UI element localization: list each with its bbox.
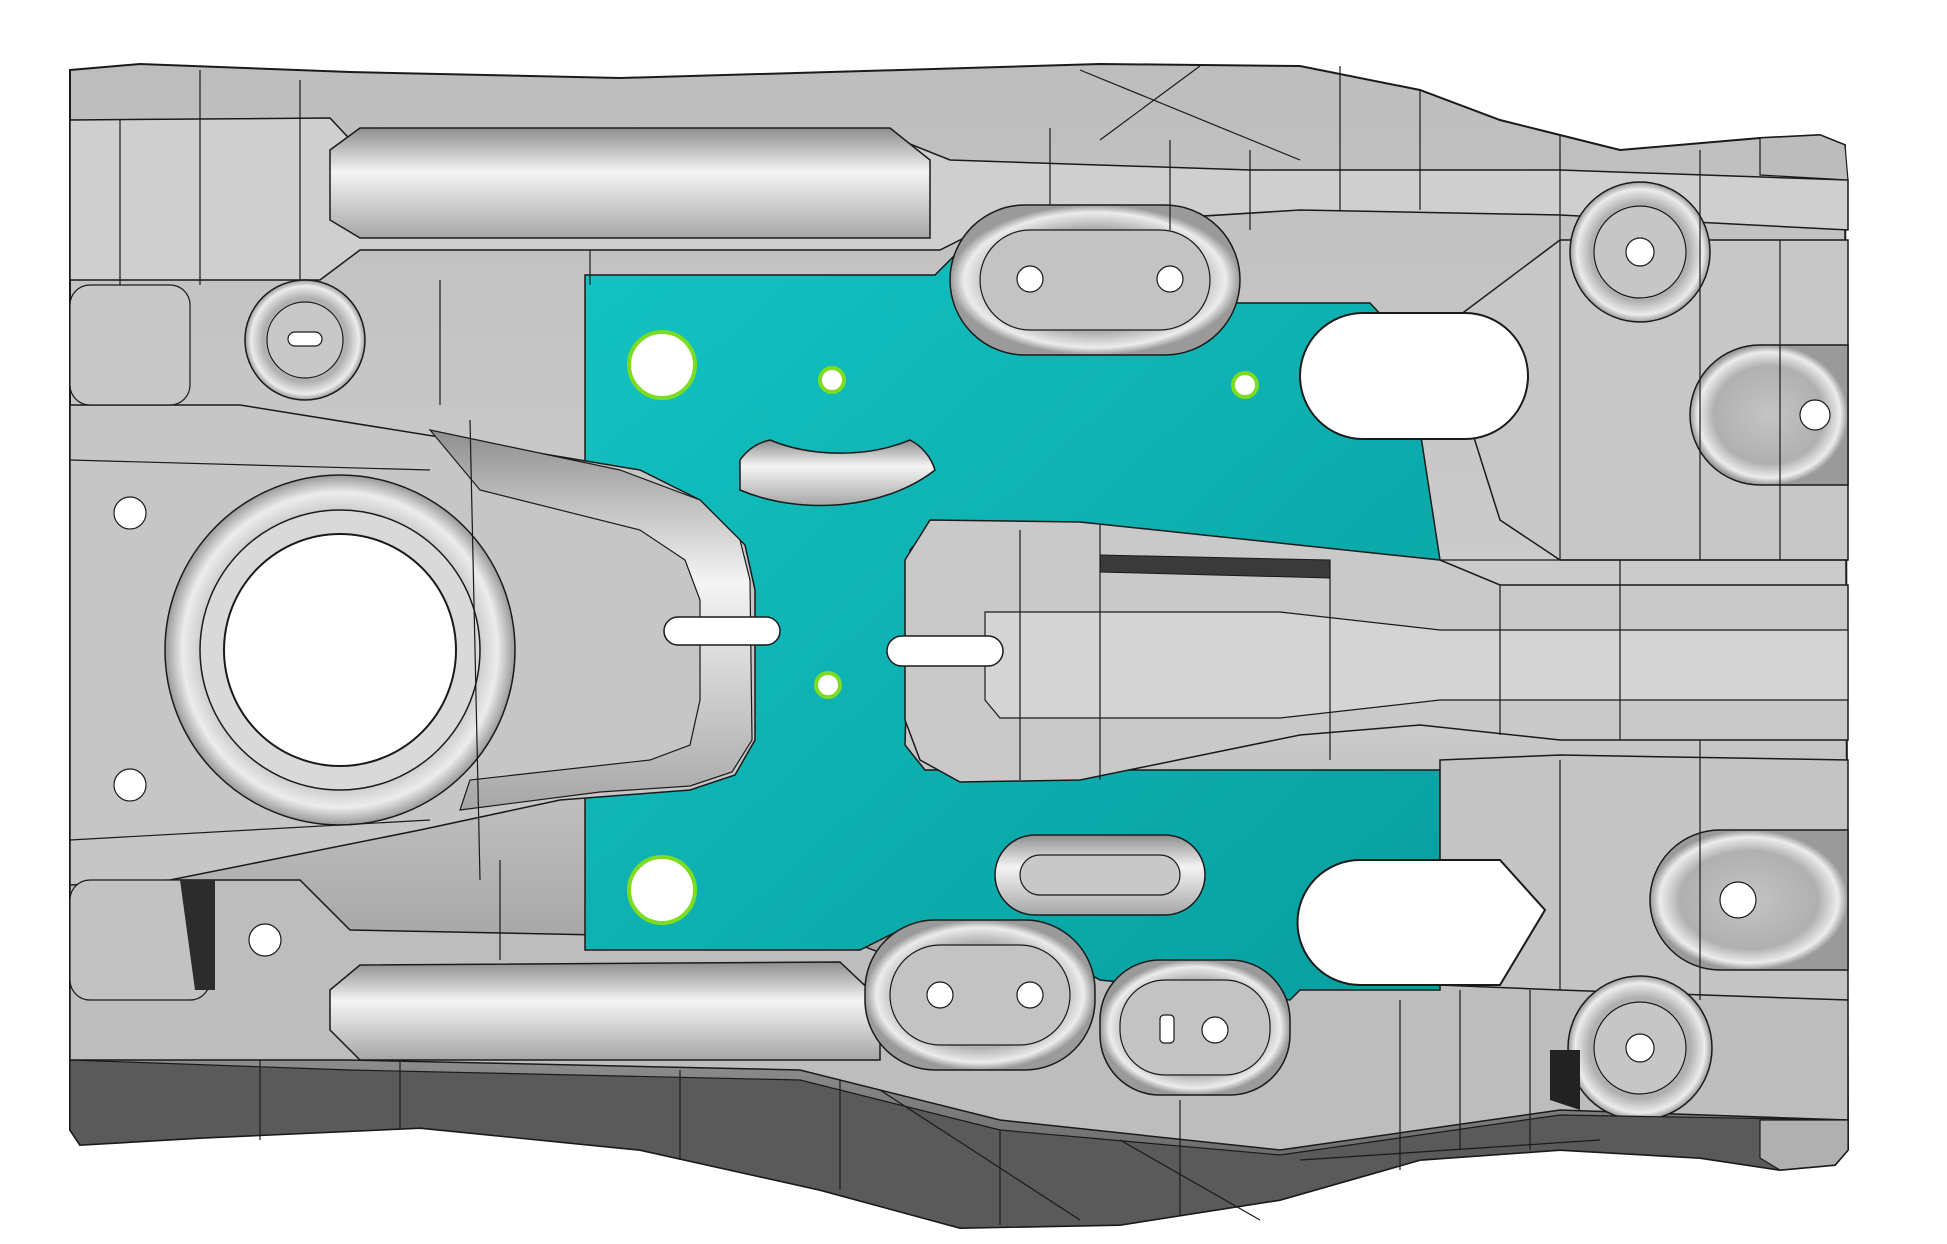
boss-top-left [244, 279, 366, 401]
oblong-cutout-bottom [1296, 859, 1547, 986]
slot-cutout-right [886, 635, 1004, 667]
large-boss [164, 474, 516, 826]
highlighted-holes[interactable] [627, 330, 1259, 925]
oblong-boss-bottom-right [1099, 959, 1291, 1096]
left-flange-top [69, 284, 191, 406]
center-arm-groove [984, 611, 1849, 719]
selected-hole[interactable] [814, 671, 842, 699]
oblong-boss-bottom [864, 919, 1096, 1071]
boss-right-lower [1649, 829, 1849, 971]
right-end-flange-bottom [1759, 1119, 1849, 1171]
left-arm-rib [428, 429, 753, 811]
selected-hole[interactable] [1231, 371, 1259, 399]
boss-bottom-right [1550, 975, 1713, 1121]
surface-edges [69, 65, 1848, 1225]
upper-channel-rib [329, 127, 931, 239]
crescent-emboss [739, 439, 936, 507]
selected-hole[interactable] [627, 855, 697, 925]
boss-top-right [1569, 181, 1711, 323]
slot-cutout-left [663, 616, 781, 646]
bottom-shadow-band [69, 1059, 1849, 1229]
dark-weld-left [180, 880, 215, 990]
selected-hole[interactable] [627, 330, 697, 400]
lower-channel-rib [329, 961, 881, 1061]
boss-right-mid [1689, 344, 1849, 486]
right-end-flange-top [1759, 134, 1849, 181]
oblong-cutout-top [1299, 312, 1529, 440]
oblong-boss-top [949, 204, 1241, 356]
selected-hole[interactable] [818, 366, 846, 394]
